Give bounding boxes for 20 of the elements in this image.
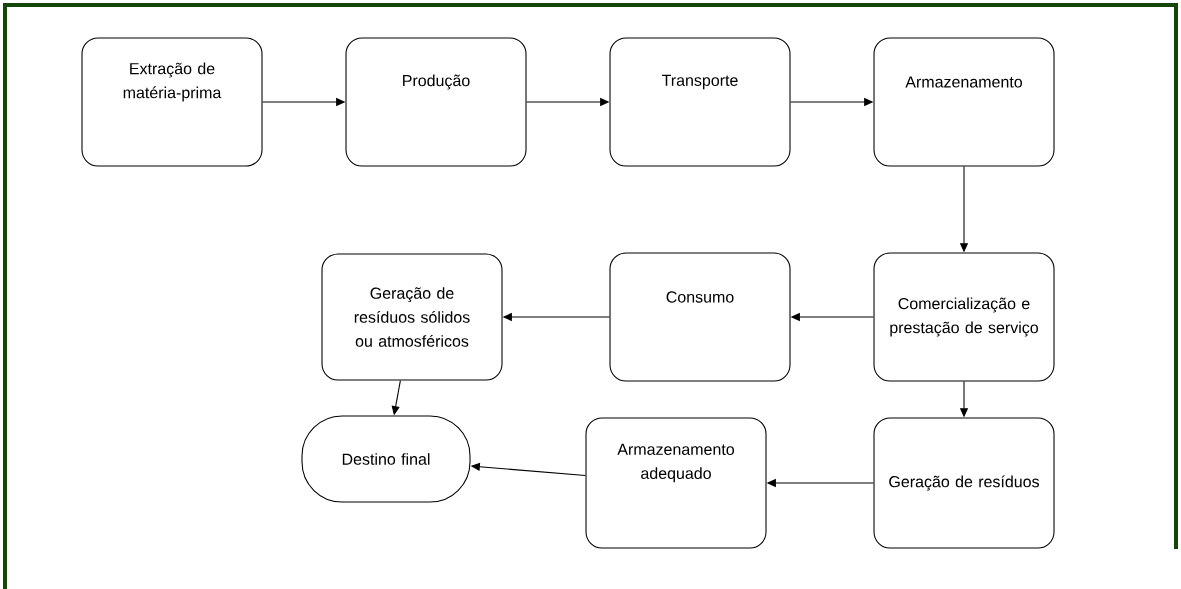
process-box <box>609 252 791 382</box>
box-label: Produção <box>403 74 470 90</box>
process-box <box>321 253 503 381</box>
box-label: Destino final <box>342 453 430 465</box>
box-label: Armazenamento adequado <box>617 443 734 483</box>
process-box <box>873 417 1055 549</box>
process-box <box>873 37 1055 167</box>
process-box <box>609 37 791 167</box>
process-box <box>81 37 263 167</box>
box-label: Armazenamento <box>905 76 1022 88</box>
box-label: Geração de resíduos sólidos ou atmosféricos <box>354 287 470 347</box>
process-box <box>585 417 767 549</box>
box-label: Comercialização e prestação de serviço <box>890 297 1038 337</box>
process-box <box>345 37 527 167</box>
box-label: Extração de matéria-prima <box>123 62 222 102</box>
box-label: Consumo <box>666 291 734 303</box>
terminal-box <box>301 415 471 503</box>
process-box <box>873 252 1055 382</box>
box-label: Transporte <box>662 74 738 90</box>
box-label: Geração de resíduos <box>889 475 1039 491</box>
